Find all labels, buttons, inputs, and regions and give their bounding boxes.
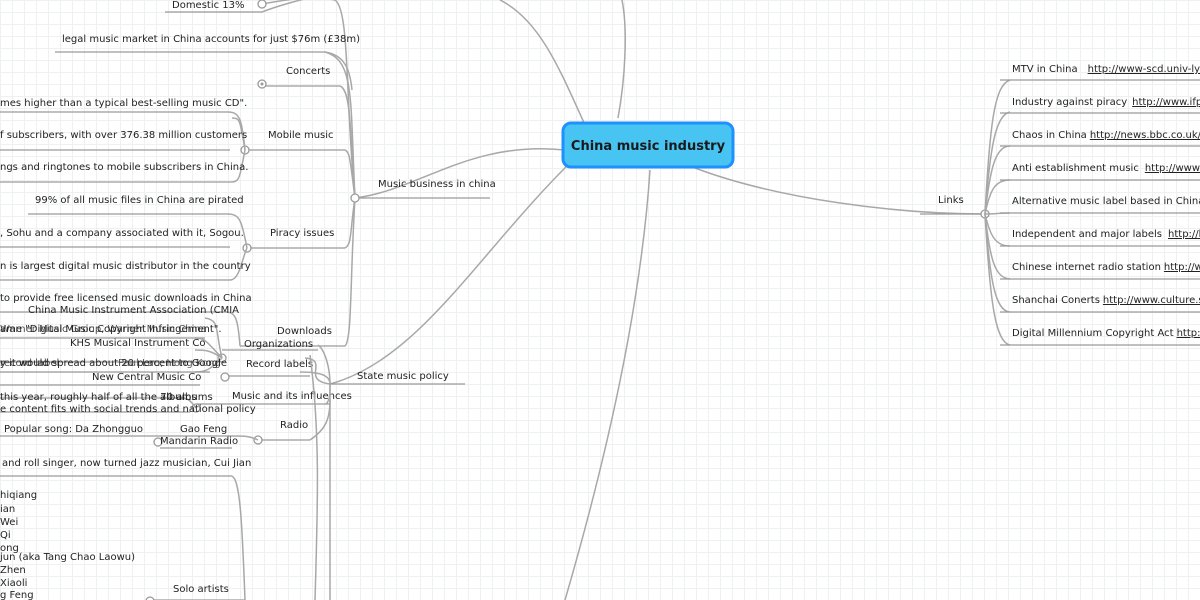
record-label-item-2: Paul Lau, Hong Kong [118, 358, 221, 369]
solo-artist-7: Zhen [0, 565, 26, 576]
record-labels-label: Record labels [246, 359, 313, 370]
solo-artist-1: hiqiang [0, 490, 37, 501]
solo-artist-5: ong [0, 543, 19, 554]
downloads-item-1: to provide free licensed music downloads… [0, 293, 252, 304]
concerts-label: Concerts [286, 66, 330, 77]
org-item-cmia: China Music Instrument Association (CMIA [28, 305, 239, 316]
piracy-issues-label: Piracy issues [270, 228, 334, 239]
solo-artist-8: Xiaoli [0, 578, 27, 589]
domestic-share-label: Domestic 13% [172, 0, 245, 11]
central-node[interactable]: China music industry [561, 121, 735, 169]
central-connectors [329, 0, 986, 600]
mobile-music-item-1: mes higher than a typical best-selling m… [0, 98, 247, 109]
radio-item-mandarin-radio: Mandarin Radio [160, 436, 238, 447]
legal-market-label: legal music market in China accounts for… [62, 34, 360, 45]
organizations-label: Organizations [244, 339, 313, 350]
piracy-item-1: 99% of all music files in China are pira… [35, 195, 244, 206]
mobile-music-item-3: ngs and ringtones to mobile subscribers … [0, 162, 248, 173]
state-music-policy-branch: State music policy Organizations China M… [0, 305, 465, 415]
mobile-music-item-2: f subscribers, with over 376.38 million … [0, 130, 247, 141]
org-item-new-central: New Central Music Co [92, 372, 201, 383]
solo-artist-9: g Feng [0, 590, 34, 600]
music-business-branch: Music business in china Domestic 13% leg… [0, 0, 496, 347]
music-business-label: Music business in china [378, 179, 496, 190]
downloads-item-2: ame "Digital Music Copyright Infringemen… [0, 324, 222, 335]
downloads-label: Downloads [277, 326, 332, 337]
org-item-albums: albums [160, 392, 197, 403]
central-node-box[interactable] [561, 121, 735, 169]
influences-item-1: this year, roughly half of all the 70 al… [0, 392, 213, 403]
solo-artists-label: Solo artists [173, 584, 229, 595]
radio-label: Radio [280, 420, 308, 431]
org-item-google: y it would spread about 20 percent to Go… [0, 358, 227, 369]
org-item-khs: KHS Musical Instrument Co [70, 338, 205, 349]
solo-artist-4: Qi [0, 530, 11, 541]
org-item-warner: Warner Music Group, Warner Music China [0, 324, 207, 335]
radio-item-popular-song: Popular song: Da Zhongguo [4, 424, 143, 435]
piracy-item-2: , Sohu and a company associated with it,… [0, 228, 244, 239]
central-node-label: China music industry [571, 139, 726, 154]
mobile-music-label: Mobile music [268, 130, 334, 141]
link-dmca[interactable]: Digital Millennium Copyright Acthttp://e… [1012, 328, 1200, 339]
solo-artist-2: ian [0, 504, 15, 515]
state-policy-label: State music policy [357, 371, 449, 382]
links-label: Links [938, 195, 964, 206]
link-industry-against-piracy[interactable]: Industry against piracyhttp://www.ifpi.o… [1012, 97, 1200, 108]
solo-artist-6: jun (aka Tang Chao Laowu) [0, 552, 135, 563]
link-alternative-label[interactable]: Alternative music label based in Chinaht… [1012, 196, 1200, 207]
artists-branch: and roll singer, now turned jazz musicia… [0, 354, 331, 600]
org-item-national-policy: e content fits with social trends and na… [0, 404, 256, 415]
influences-label: Music and its influences [232, 391, 352, 402]
piracy-item-3: n is largest digital music distributor i… [0, 261, 251, 272]
solo-artist-3: Wei [0, 517, 18, 528]
rock-singer-label: and roll singer, now turned jazz musicia… [2, 458, 251, 469]
record-label-item-1: record label [0, 358, 59, 369]
radio-item-gao-feng: Gao Feng [180, 424, 227, 435]
